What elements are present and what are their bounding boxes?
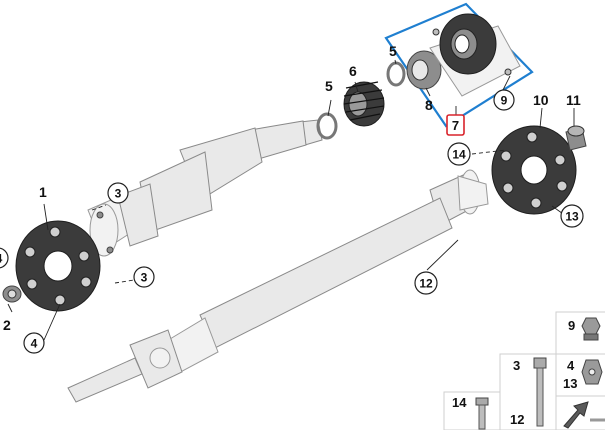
legend-label-12: 12 bbox=[510, 412, 524, 427]
svg-text:14: 14 bbox=[452, 395, 467, 410]
legend-cell-14[interactable]: 14 bbox=[443, 391, 501, 430]
callout-4-left[interactable]: 4 bbox=[0, 247, 9, 269]
label-part-11: 11 bbox=[566, 92, 581, 108]
label-part-5-left: 5 bbox=[325, 78, 333, 94]
seal-ring-5-right[interactable] bbox=[386, 61, 406, 87]
bushing-part-2[interactable] bbox=[2, 285, 22, 303]
legend-cell-3[interactable]: 3 bbox=[499, 353, 557, 430]
callout-7-group[interactable]: 7 bbox=[446, 114, 465, 136]
callout-13[interactable]: 13 bbox=[560, 204, 584, 228]
label-part-5-right: 5 bbox=[389, 43, 397, 59]
rear-drive-shaft[interactable] bbox=[67, 169, 489, 403]
label-part-2: 2 bbox=[3, 317, 11, 333]
legend-cell-arrow[interactable] bbox=[555, 395, 605, 430]
svg-text:4: 4 bbox=[567, 358, 575, 373]
svg-text:14: 14 bbox=[452, 148, 466, 162]
front-drive-shaft[interactable] bbox=[87, 119, 323, 257]
label-part-10: 10 bbox=[533, 92, 549, 108]
center-bearing-part-9[interactable] bbox=[429, 13, 521, 97]
callout-12[interactable]: 12 bbox=[414, 271, 438, 295]
svg-text:12: 12 bbox=[419, 277, 433, 291]
seal-ring-5-left[interactable] bbox=[316, 112, 338, 140]
label-part-8: 8 bbox=[425, 97, 433, 113]
svg-text:9: 9 bbox=[568, 318, 575, 333]
svg-text:7: 7 bbox=[452, 118, 459, 133]
svg-text:9: 9 bbox=[501, 94, 508, 108]
callout-9[interactable]: 9 bbox=[493, 89, 515, 111]
arrow-icon bbox=[563, 401, 605, 429]
bolt-icon bbox=[533, 357, 547, 427]
left-flex-disc[interactable] bbox=[15, 220, 101, 312]
svg-text:13: 13 bbox=[565, 210, 579, 224]
callout-3-lower[interactable]: 3 bbox=[133, 266, 155, 288]
bearing-part-8[interactable] bbox=[406, 50, 442, 90]
svg-text:4: 4 bbox=[0, 252, 3, 266]
bushing-part-11[interactable] bbox=[565, 125, 587, 151]
svg-text:3: 3 bbox=[141, 271, 148, 285]
nut-icon bbox=[581, 317, 601, 341]
svg-text:13: 13 bbox=[563, 376, 577, 391]
legend-cell-9[interactable]: 9 bbox=[555, 311, 605, 355]
right-flex-disc[interactable] bbox=[491, 125, 577, 215]
label-part-1: 1 bbox=[39, 184, 47, 200]
legend-cell-4-13[interactable]: 4 13 bbox=[555, 353, 605, 397]
callout-4-bottom[interactable]: 4 bbox=[23, 332, 45, 354]
small-parts-legend: 9 3 4 13 14 bbox=[443, 311, 605, 430]
label-part-6: 6 bbox=[349, 63, 357, 79]
callout-14[interactable]: 14 bbox=[447, 142, 471, 166]
callout-3-upper[interactable]: 3 bbox=[107, 182, 129, 204]
center-bearing-group[interactable] bbox=[384, 2, 534, 128]
svg-text:4: 4 bbox=[31, 337, 38, 351]
bolt-icon bbox=[475, 397, 489, 430]
nut-icon bbox=[581, 359, 603, 385]
leader-lines bbox=[7, 59, 575, 341]
svg-text:3: 3 bbox=[513, 358, 520, 373]
boot-part-6[interactable] bbox=[343, 81, 385, 127]
svg-text:3: 3 bbox=[115, 187, 122, 201]
